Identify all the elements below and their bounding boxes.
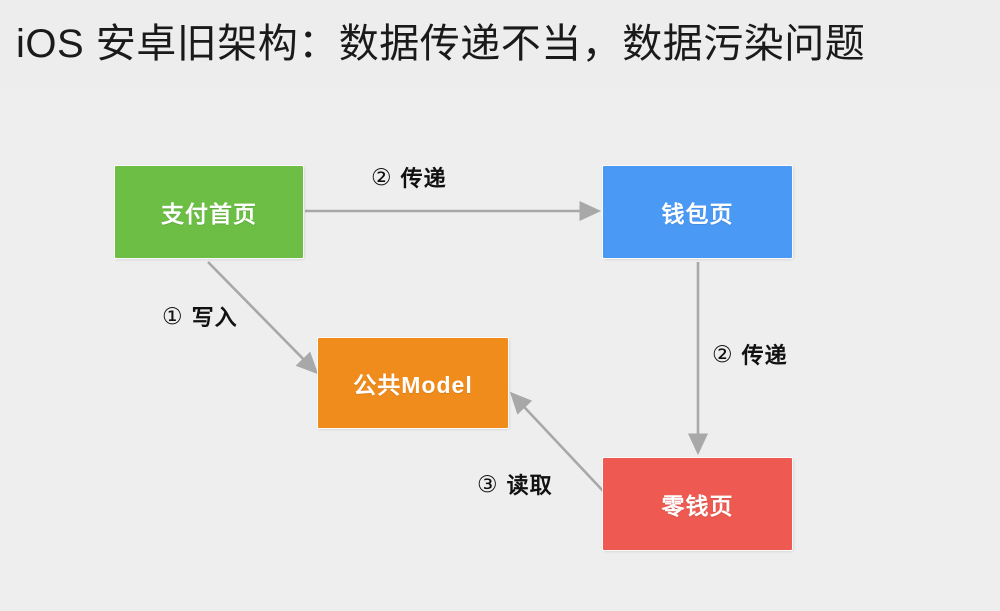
step-number-3: ③ bbox=[477, 470, 498, 497]
edge-label-pay-to-wallet: ② 传递 bbox=[371, 161, 447, 193]
step-number-2-top: ② bbox=[371, 163, 392, 190]
edge-label-wallet-to-change: ② 传递 bbox=[712, 338, 788, 370]
step-number-1: ① bbox=[162, 302, 183, 329]
node-change-page[interactable]: 零钱页 bbox=[603, 458, 792, 550]
node-label-payment-home: 支付首页 bbox=[161, 201, 257, 227]
node-label-public-model: 公共Model bbox=[353, 372, 473, 398]
page-title: iOS 安卓旧架构：数据传递不当，数据污染问题 bbox=[16, 22, 866, 66]
node-public-model[interactable]: 公共Model bbox=[318, 338, 508, 428]
node-wallet-page[interactable]: 钱包页 bbox=[603, 166, 792, 258]
edge-word-read: 读取 bbox=[506, 473, 553, 498]
edge-label-pay-to-model: ① 写入 bbox=[162, 300, 238, 332]
edge-word-pass-right: 传递 bbox=[741, 343, 788, 368]
edge-word-write: 写入 bbox=[191, 305, 238, 330]
edge-word-pass-top: 传递 bbox=[400, 166, 447, 191]
node-label-change-page: 零钱页 bbox=[661, 493, 734, 519]
edge-label-change-to-model: ③ 读取 bbox=[477, 468, 553, 500]
step-number-2-right: ② bbox=[712, 340, 733, 367]
node-payment-home[interactable]: 支付首页 bbox=[115, 166, 303, 258]
slide-title-bar: iOS 安卓旧架构：数据传递不当，数据污染问题 bbox=[0, 0, 1000, 88]
node-label-wallet-page: 钱包页 bbox=[661, 201, 734, 227]
